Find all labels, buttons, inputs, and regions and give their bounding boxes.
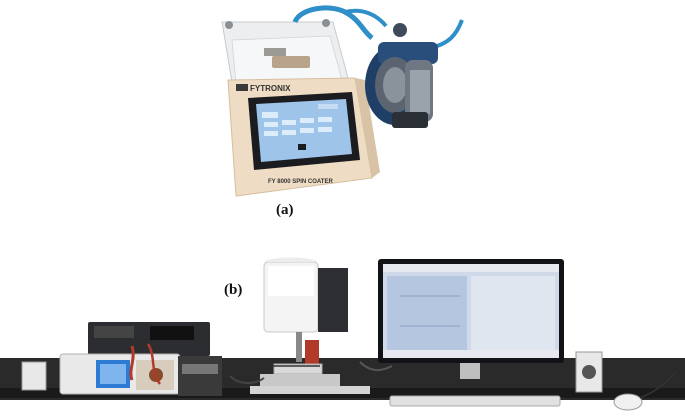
device-model-label: FY 8000 SPIN COATER xyxy=(268,179,333,185)
panel-a-label: (a) xyxy=(276,202,294,218)
lab-setup-photo xyxy=(0,257,685,411)
spin-coater-photo: FYTRONIX FY 8000 SPIN COATER xyxy=(221,5,464,197)
panel-b-label: (b) xyxy=(224,282,243,298)
device-brand-label: FYTRONIX xyxy=(250,84,291,93)
